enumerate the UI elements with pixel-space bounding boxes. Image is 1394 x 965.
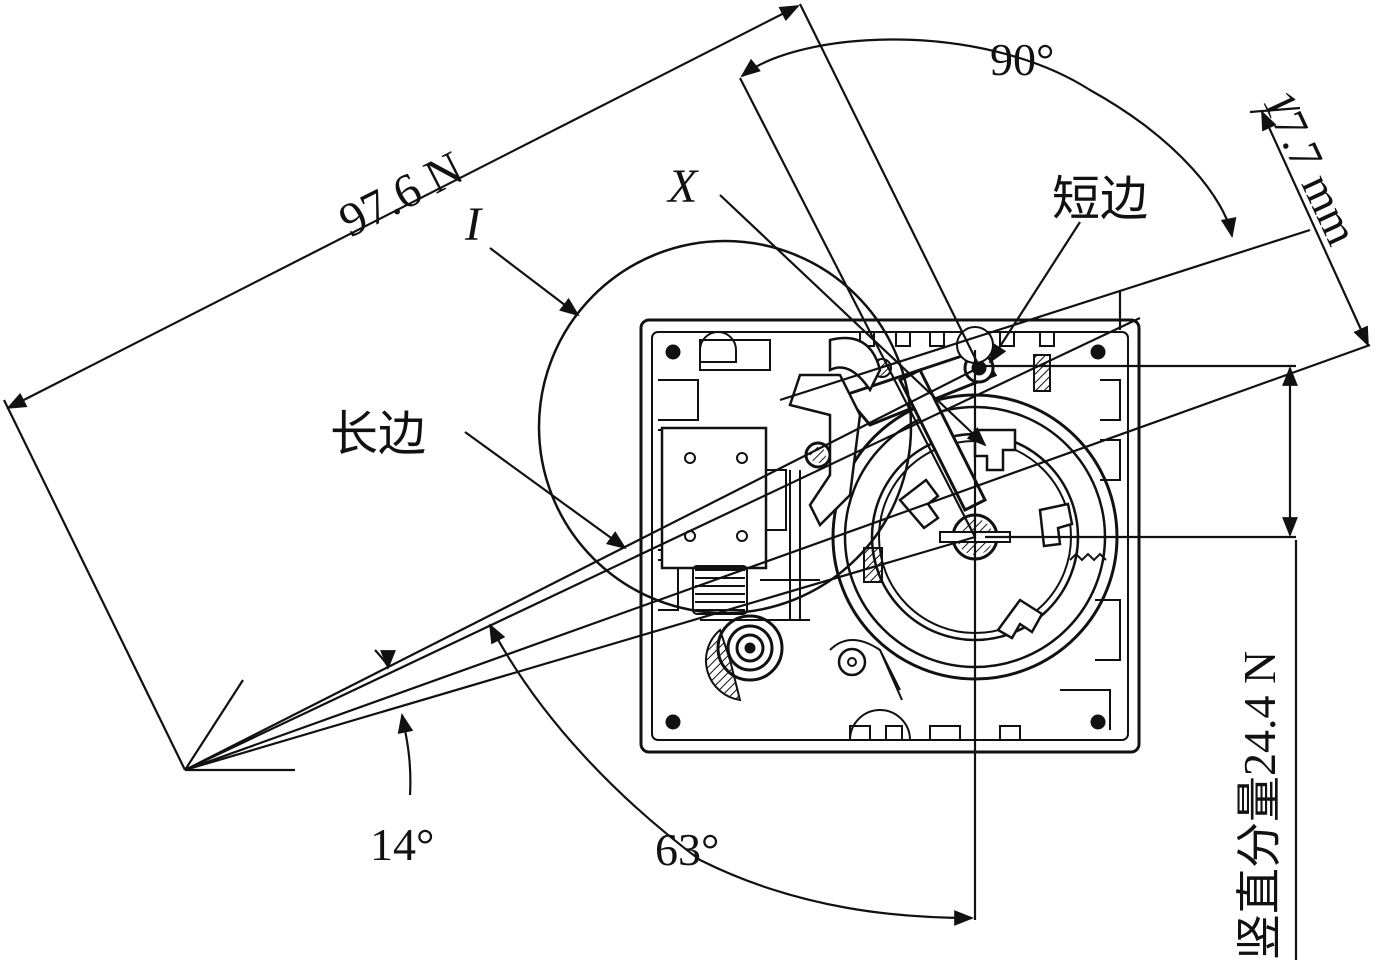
short-side-line: [184, 367, 979, 771]
angle-14-arc-lower: [397, 713, 414, 796]
block-hole-2: [736, 452, 748, 464]
leader-long-side: [464, 431, 627, 550]
right-spring-zigzag: [1069, 552, 1107, 562]
angle-90-arc: [740, 38, 1237, 238]
leader-x: [719, 194, 987, 447]
force-label: 97.6 N: [331, 141, 471, 248]
angle-63-arc: [489, 623, 974, 926]
arrowhead-upper: [184, 679, 244, 771]
distance-label: 17.7 mm: [1253, 83, 1368, 253]
leader-short-side: [988, 221, 1081, 364]
block-hole-1: [684, 452, 696, 464]
upper-parallel-line: [779, 228, 1311, 402]
roller-axle: [744, 642, 756, 654]
hatched-block-right: [1033, 354, 1051, 392]
region-i-label: I: [464, 198, 483, 251]
pawl-teeth: [898, 428, 1074, 640]
long-side-label: 长边: [330, 408, 426, 461]
extension-line-left: [3, 399, 186, 771]
angle-14-label: 14°: [370, 819, 434, 870]
angle-90-label: 90°: [990, 34, 1054, 85]
mounting-hole-bottom-left: [665, 714, 681, 730]
extension-line-right: [799, 3, 981, 369]
block-hole-4: [736, 530, 748, 542]
angle-14-arc: [374, 649, 396, 670]
dim-177-tick: [1249, 106, 1301, 114]
latch-hook: [828, 336, 882, 393]
force-dimension-line: [6, 5, 800, 409]
lever-connecting-rod: [897, 367, 988, 513]
leader-i: [489, 247, 580, 317]
mounting-hole-top-right: [1090, 344, 1106, 360]
force-geometry: [3, 3, 1371, 960]
right-wall-features: [1060, 379, 1121, 730]
dim-177-line: [1260, 110, 1370, 347]
spring-holder-block: [660, 426, 768, 570]
mounting-hole-top-left: [665, 344, 681, 360]
point-x-label: X: [666, 160, 699, 213]
latch-plate: [788, 373, 862, 528]
inner-divider-lines: [700, 470, 820, 621]
short-side-label: 短边: [1052, 173, 1148, 226]
resultant-line: [184, 343, 1371, 772]
angle-63-label: 63°: [655, 824, 719, 875]
long-side-line: [184, 317, 1141, 771]
vertical-component-label: 竖直分量24.4 N: [1234, 651, 1285, 960]
mounting-hole-bottom-right: [1090, 714, 1106, 730]
